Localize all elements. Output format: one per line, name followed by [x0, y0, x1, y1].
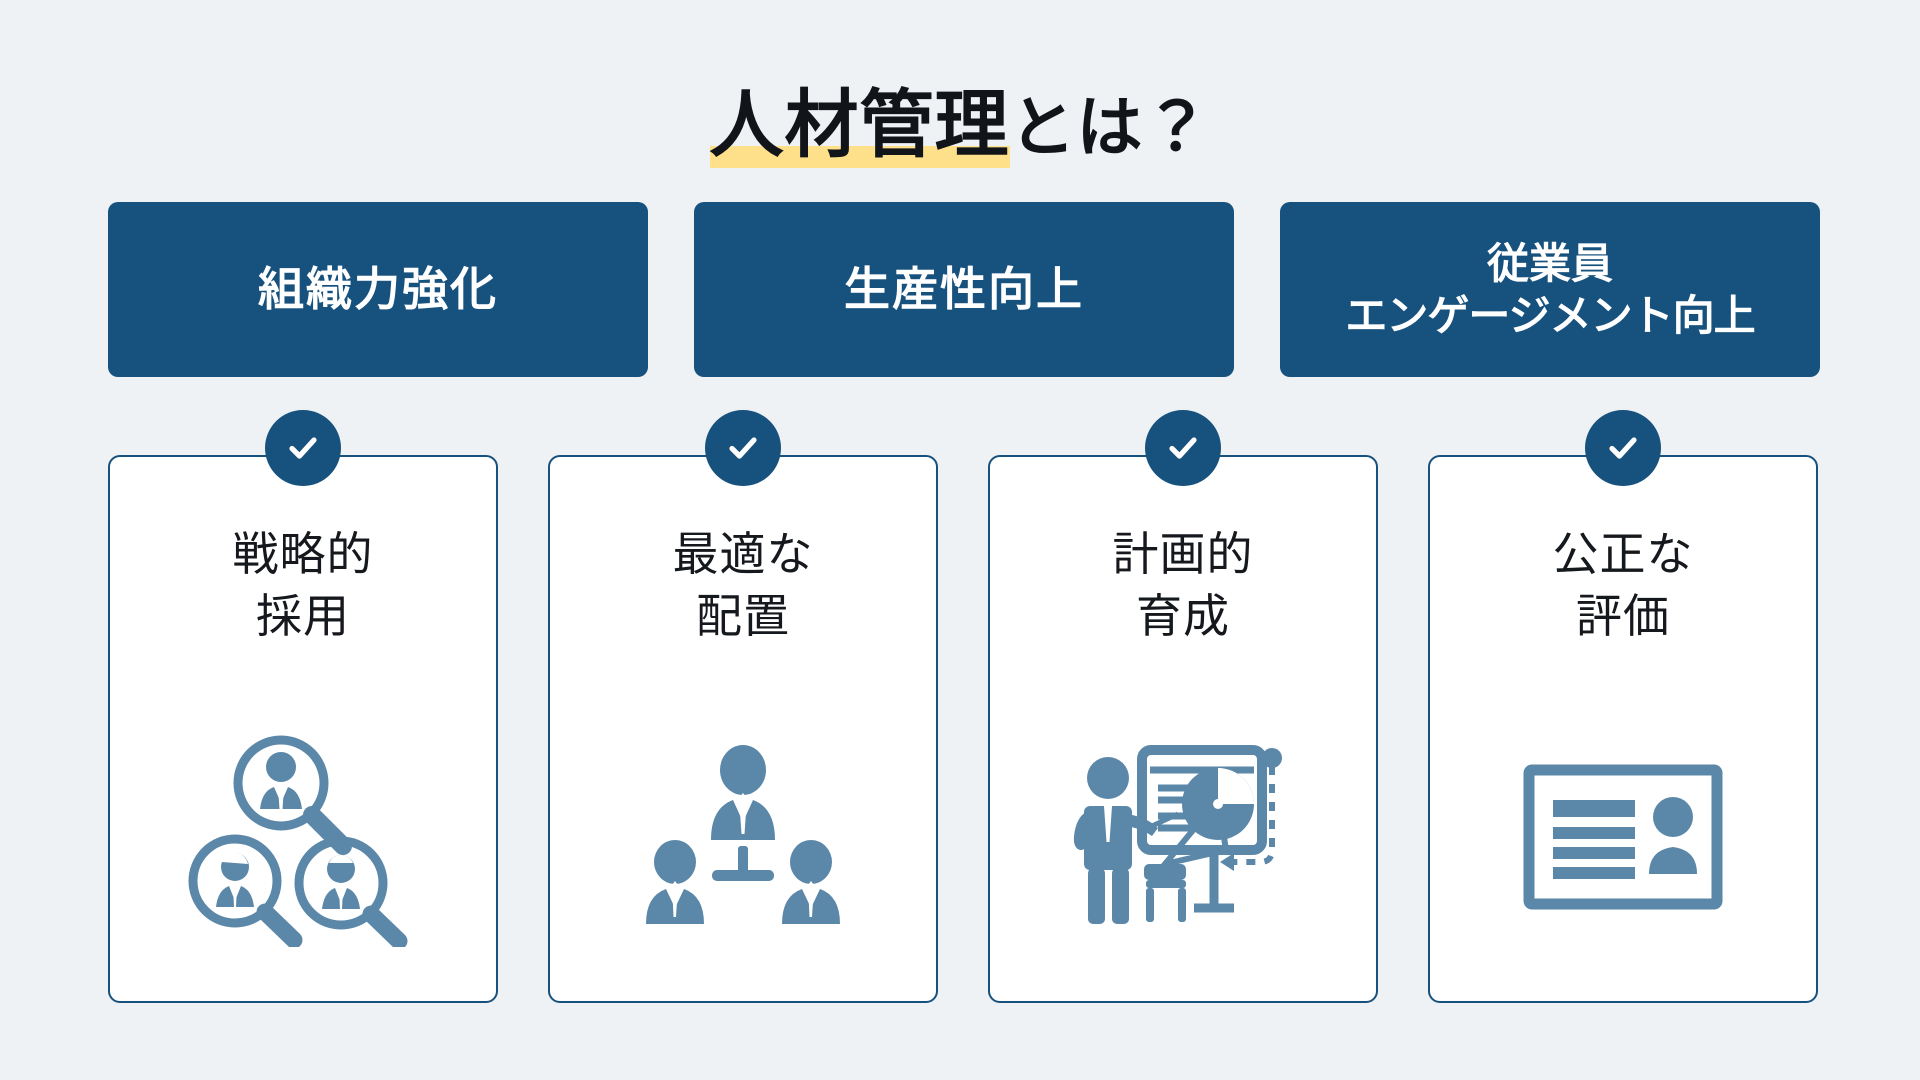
benefit-pill-engagement: 従業員 エンゲージメント向上: [1280, 202, 1820, 377]
pillar-card-evaluation: 公正な 評価: [1428, 410, 1818, 1003]
pillar-card-recruitment-line1: 戦略的: [232, 528, 374, 580]
magnifier-people-icon: [188, 673, 418, 1001]
pillar-card-development-line1: 計画的: [1112, 528, 1254, 580]
benefit-pill-productivity-label: 生産性向上: [844, 263, 1084, 316]
benefit-pill-productivity: 生産性向上: [694, 202, 1234, 377]
check-icon: [1585, 410, 1661, 486]
id-card-icon: [1523, 673, 1723, 1001]
check-icon: [265, 410, 341, 486]
pillar-card-placement-line2: 配置: [696, 590, 790, 643]
pillar-card-row: 戦略的 採用: [108, 410, 1820, 1003]
pillar-card-evaluation-label: 公正な 評価: [1553, 523, 1694, 647]
pillar-card-development-label: 計画的 育成: [1113, 523, 1254, 647]
pillar-card-development: 計画的 育成: [988, 410, 1378, 1003]
pillar-card-recruitment-label: 戦略的 採用: [233, 523, 374, 647]
benefit-pill-engagement-label: 従業員 エンゲージメント向上: [1345, 238, 1755, 340]
pillar-card-placement: 最適な 配置: [548, 410, 938, 1003]
pillar-card-evaluation-line2: 評価: [1576, 590, 1670, 643]
benefit-pill-organization: 組織力強化: [108, 202, 648, 377]
pillar-card-development-line2: 育成: [1136, 590, 1230, 643]
page-title-tail: とは？: [1009, 89, 1211, 164]
presentation-training-icon: [1066, 673, 1301, 1001]
pillar-card-recruitment-line2: 採用: [256, 590, 350, 643]
pillar-card-recruitment: 戦略的 採用: [108, 410, 498, 1003]
check-icon: [705, 410, 781, 486]
check-icon: [1145, 410, 1221, 486]
org-chart-people-icon: [638, 673, 848, 1001]
pillar-card-evaluation-line1: 公正な: [1552, 528, 1694, 580]
benefit-pill-row: 組織力強化 生産性向上 従業員 エンゲージメント向上: [108, 202, 1820, 377]
benefit-pill-engagement-line1: 従業員: [1486, 240, 1613, 288]
pillar-card-placement-label: 最適な 配置: [673, 523, 814, 647]
pillar-card-placement-line1: 最適な: [672, 528, 814, 580]
page-title: 人材管理とは？: [709, 82, 1211, 168]
title-area: 人材管理とは？: [0, 0, 1920, 215]
page-title-highlight: 人材管理: [709, 82, 1010, 168]
benefit-pill-engagement-line2: エンゲージメント向上: [1345, 291, 1755, 339]
benefit-pill-organization-label: 組織力強化: [258, 263, 498, 316]
